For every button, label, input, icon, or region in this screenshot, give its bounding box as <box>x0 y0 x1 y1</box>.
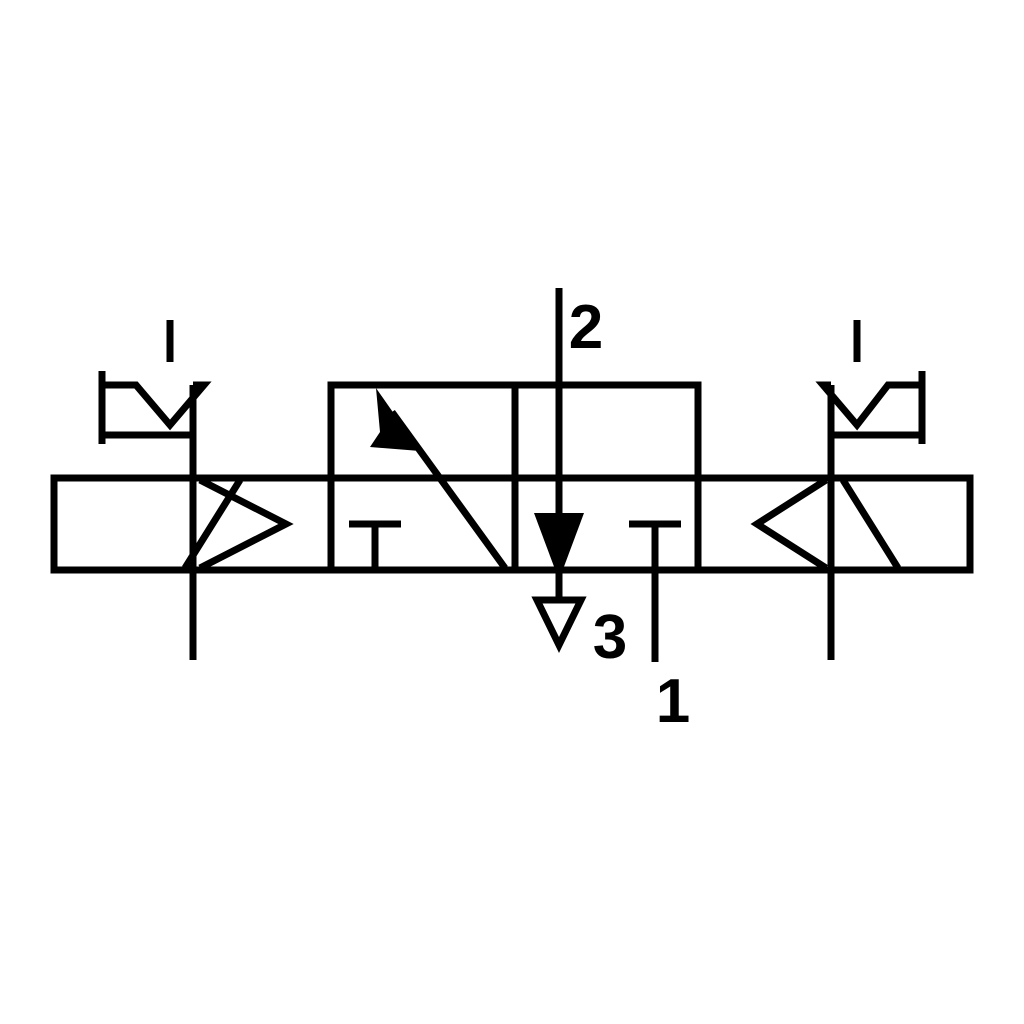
port-2-flow-arrowhead <box>534 513 584 580</box>
blocked-port-tee-left <box>349 520 401 570</box>
port-label-3: 3 <box>593 603 627 672</box>
pilot-actuator-left <box>98 320 212 660</box>
pilot-actuator-right <box>815 320 926 660</box>
left-flow-arrowhead <box>198 476 294 572</box>
center-position-box <box>327 381 702 570</box>
diagonal-flow-arrow <box>370 388 508 571</box>
left-position-symbols <box>182 476 294 572</box>
open-exhaust-triangle <box>531 596 587 653</box>
exhaust-triangle-port-3 <box>531 596 587 653</box>
port-label-2: 2 <box>569 293 603 362</box>
pilot-right-v-notch <box>815 381 922 431</box>
port-2-connection <box>534 288 584 600</box>
diagonal-arrow-head <box>370 388 420 451</box>
right-flow-arrowhead <box>750 477 828 571</box>
pilot-left-v-notch <box>102 381 212 431</box>
right-position-symbols <box>750 477 901 571</box>
port-label-1: 1 <box>656 667 690 736</box>
right-transition-diagonal <box>840 478 901 570</box>
